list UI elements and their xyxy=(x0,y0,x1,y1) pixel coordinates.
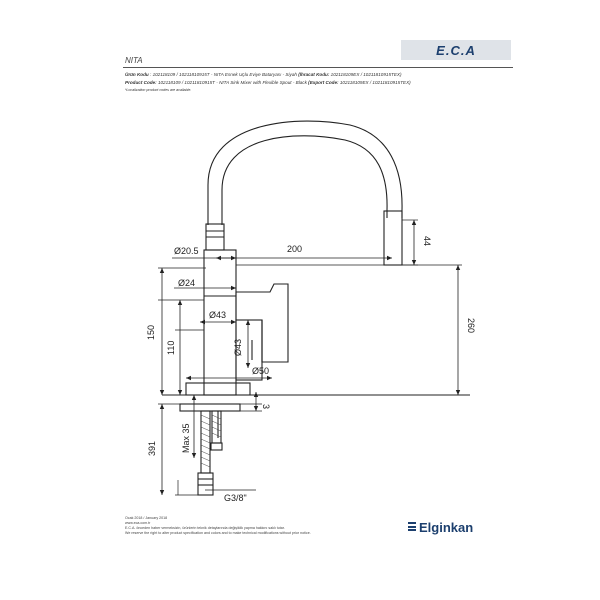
eca-logo-text: E.C.A xyxy=(436,43,476,58)
dimension-lines xyxy=(159,220,461,495)
dim-label-260: 260 xyxy=(466,318,476,333)
dim-label-max-35: Max 35 xyxy=(181,423,191,453)
dim-label-20-5: Ø20.5 xyxy=(174,246,199,256)
hose-braid xyxy=(200,414,222,468)
base-ring xyxy=(185,382,251,396)
eca-logo: E.C.A xyxy=(401,40,511,60)
dim-label-391: 391 xyxy=(147,441,157,456)
spout-tip xyxy=(383,210,403,266)
hose-fitting xyxy=(197,472,214,496)
mounting-nut xyxy=(179,403,241,412)
footer-notice-en: We reserve the right to alter product sp… xyxy=(125,531,311,535)
dimension-labels: Ø20.5 200 44 Ø24 Ø43 Ø43 Ø50 150 110 260… xyxy=(146,236,476,503)
footer-date: Ocak 2018 / January 2018 xyxy=(125,516,168,520)
dim-label-44: 44 xyxy=(422,236,432,246)
elginkan-logo: Elginkan xyxy=(408,520,473,535)
dim-label-50: Ø50 xyxy=(252,366,269,376)
dim-label-150: 150 xyxy=(146,325,156,340)
dim-label-3: 3 xyxy=(261,404,271,409)
elginkan-mark-icon xyxy=(408,522,416,533)
export-code-tr-value: 102118109EX / 10211810915TEX) xyxy=(330,72,402,77)
footer-url: www.eca.com.tr xyxy=(125,521,151,525)
dim-label-thread: G3/8" xyxy=(224,493,247,503)
eca-logo-icon: E.C.A xyxy=(436,43,476,58)
header-divider xyxy=(123,67,513,68)
elginkan-brand-text: Elginkan xyxy=(419,520,474,535)
model-name: NITA xyxy=(125,56,143,65)
product-code-tr-value: : 102118109 / 10211810915T - NITA Esnek … xyxy=(150,72,297,77)
product-code-tr-label: Ürün Kodu xyxy=(125,72,149,77)
product-code-en-label: Product Code: xyxy=(125,80,157,85)
body-column xyxy=(203,249,237,396)
dim-label-24: Ø24 xyxy=(178,278,195,288)
export-code-en-label: (Export Code: xyxy=(308,80,339,85)
export-code-en-value: 102118109EX / 10211810915TEX) xyxy=(339,80,411,85)
product-code-tr: Ürün Kodu : 102118109 / 10211810915T - N… xyxy=(125,72,401,77)
export-code-tr-label: (İhracat Kodu: xyxy=(298,72,330,77)
dim-label-43-top: Ø43 xyxy=(209,310,226,320)
product-code-en-value: 102118109 / 10211810915T - NITA Sink Mix… xyxy=(157,80,307,85)
localization-note: *Localization product codes are availabl… xyxy=(125,88,192,92)
dim-label-110: 110 xyxy=(166,341,176,355)
faucet-outline xyxy=(162,120,470,496)
footer-notice-tr: E.C.A. önceden haber vermeksizin, ürünle… xyxy=(125,526,285,530)
product-code-en: Product Code: 102118109 / 10211810915T -… xyxy=(125,80,411,85)
dim-label-200: 200 xyxy=(287,244,302,254)
spout-arch xyxy=(207,120,403,225)
spout-arch-inner xyxy=(221,135,388,225)
dim-label-43-side: Ø43 xyxy=(233,339,243,356)
